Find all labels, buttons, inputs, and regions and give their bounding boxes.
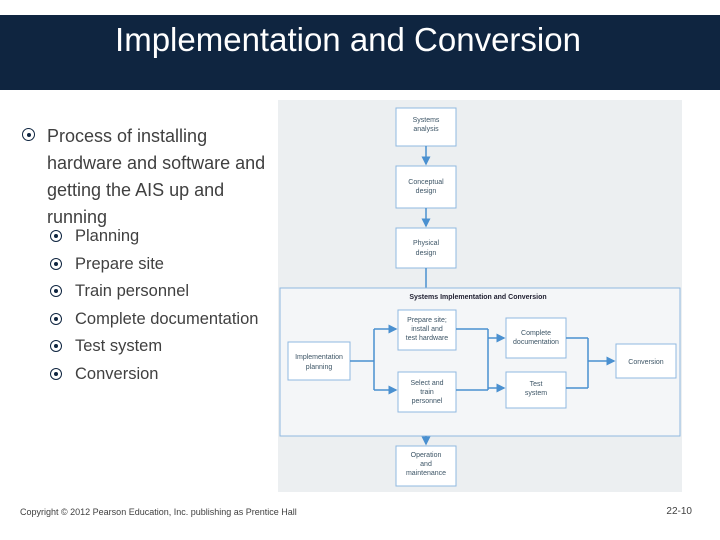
sub-bullet-label: Planning: [75, 227, 140, 245]
conceptual-design-line2: design: [416, 188, 437, 195]
sub-bullet-conversion: Conversion: [50, 361, 290, 389]
select-train-box: [397, 371, 457, 413]
select-train-line3: personnel: [412, 398, 443, 405]
sub-bullet-list: Planning Prepare site Train personnel Co…: [50, 223, 290, 389]
sub-bullet-label: Prepare site: [75, 254, 164, 273]
operation-line1: Operation: [411, 452, 442, 459]
conceptual-design-line1: Conceptual: [408, 179, 444, 186]
bullet-circle-icon: [50, 340, 62, 353]
select-train-line2: train: [420, 389, 434, 396]
systems-analysis-box: [395, 107, 457, 147]
physical-design-line1: Physical: [413, 240, 440, 247]
test-system-line2: system: [525, 390, 547, 397]
sub-bullet-label: Complete documentation: [75, 309, 259, 328]
systems-analysis-line1: Systems: [413, 117, 440, 124]
prepare-site-line1: Prepare site;: [407, 317, 447, 324]
process-diagram-svg: Systems analysis Conceptual design Physi…: [279, 107, 681, 487]
test-system-line1: Test: [530, 381, 543, 388]
prepare-site-line2: install and: [411, 326, 443, 333]
bullet-circle-icon: [50, 230, 62, 242]
sub-bullet-label: Test system: [75, 337, 163, 356]
test-system-box: [505, 371, 567, 409]
title-bar: [0, 15, 720, 90]
sub-bullet-planning: Planning: [50, 223, 290, 251]
bullet-circle-icon: [50, 257, 62, 270]
systems-analysis-line2: analysis: [413, 126, 439, 133]
complete-doc-box: [505, 317, 567, 359]
slide-title: Implementation and Conversion: [115, 21, 581, 58]
page-number: 22-10: [666, 506, 692, 517]
complete-doc-line2: documentation: [513, 339, 559, 346]
sub-bullet-test-system: Test system: [50, 333, 290, 361]
copyright-footer: Copyright © 2012 Pearson Education, Inc.…: [20, 507, 297, 517]
sub-bullet-label: Conversion: [75, 364, 159, 383]
bullet-circle-icon: [50, 312, 62, 325]
conversion-box: [615, 343, 677, 379]
sub-bullet-prepare-site: Prepare site: [50, 251, 290, 279]
process-diagram: Systems analysis Conceptual design Physi…: [278, 100, 682, 492]
operation-line3: maintenance: [406, 470, 446, 477]
conceptual-design-box: [395, 165, 457, 209]
sub-bullet-train-personnel: Train personnel: [50, 278, 290, 306]
implementation-planning-line2: planning: [306, 364, 333, 371]
physical-design-line2: design: [416, 250, 437, 257]
complete-doc-line1: Complete: [521, 330, 551, 337]
operation-line2: and: [420, 461, 432, 468]
main-bullet-text: Process of installing hardware and softw…: [47, 126, 266, 227]
physical-design-box: [395, 227, 457, 269]
sub-bullet-label: Train personnel: [75, 282, 190, 301]
implementation-planning-box: [287, 341, 351, 381]
bullet-circle-icon: [22, 128, 35, 141]
bullet-circle-icon: [50, 285, 62, 298]
conversion-line1: Conversion: [628, 359, 664, 366]
operation-maintenance-box: [395, 445, 457, 487]
select-train-line1: Select and: [410, 380, 443, 387]
implementation-planning-line1: Implementation: [295, 354, 343, 361]
prepare-site-line3: test hardware: [406, 335, 449, 342]
sub-bullet-complete-documentation: Complete documentation: [50, 306, 290, 334]
main-bullet: Process of installing hardware and softw…: [22, 123, 282, 231]
implementation-section-title: Systems Implementation and Conversion: [409, 294, 546, 301]
prepare-site-box: [397, 309, 457, 351]
bullet-circle-icon: [50, 367, 62, 380]
